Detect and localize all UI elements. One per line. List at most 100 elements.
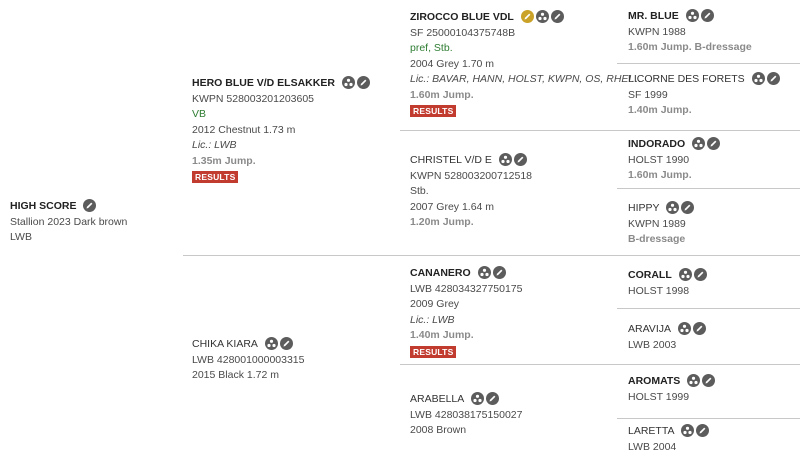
edit-icon[interactable]	[492, 266, 506, 279]
dds-horse: AROMATS HOLST 1999	[628, 374, 716, 405]
sire-licence: Lic.: LWB	[192, 139, 237, 151]
edit-gold-icon[interactable]	[520, 10, 534, 23]
dds-name[interactable]: AROMATS	[628, 375, 681, 387]
ds-licence: Lic.: LWB	[410, 313, 455, 326]
subject-studbook: LWB	[10, 231, 32, 243]
offspring-icon[interactable]	[681, 424, 695, 437]
divider-col4-3	[617, 308, 800, 309]
ssd-name[interactable]: LICORNE DES FORETS	[628, 73, 745, 85]
offspring-icon[interactable]	[685, 9, 699, 22]
dds-reg: HOLST 1999	[628, 390, 690, 403]
edit-icon[interactable]	[486, 392, 500, 405]
edit-icon[interactable]	[279, 337, 293, 350]
edit-icon[interactable]	[692, 322, 706, 335]
sire-predicate: VB	[192, 108, 207, 120]
offspring-icon[interactable]	[678, 268, 692, 281]
subject-info: Stallion 2023 Dark brown	[10, 215, 128, 228]
edit-icon[interactable]	[681, 201, 695, 214]
ds-name[interactable]: CANANERO	[410, 267, 471, 279]
sd-performance: 1.20m Jump.	[410, 216, 474, 228]
dam-horse: CHIKA KIARA LWB 428001000003315 2015 Bla…	[192, 337, 305, 384]
divider-col3-top	[400, 130, 800, 131]
dss-name[interactable]: CORALL	[628, 269, 672, 281]
sdd-performance: B-dressage	[628, 233, 686, 245]
dsd-name[interactable]: ARAVIJA	[628, 323, 671, 335]
edit-icon[interactable]	[83, 199, 97, 212]
divider-col2-mid	[183, 255, 800, 256]
edit-icon[interactable]	[700, 9, 714, 22]
sd-predicate: Stb.	[410, 185, 429, 197]
ddd-reg: LWB 2004	[628, 440, 677, 453]
offspring-icon[interactable]	[341, 76, 355, 89]
ds-performance: 1.40m Jump.	[410, 329, 474, 341]
edit-icon[interactable]	[766, 72, 780, 85]
dam-name[interactable]: CHIKA KIARA	[192, 338, 258, 350]
ds-reg: LWB 428034327750175	[410, 282, 523, 295]
sd-info: 2007 Grey 1.64 m	[410, 200, 495, 213]
divider-col3-bottom	[400, 364, 800, 365]
sdd-horse: HIPPY KWPN 1989 B-dressage	[628, 201, 695, 248]
offspring-icon[interactable]	[666, 201, 680, 214]
dam-info: 2015 Black 1.72 m	[192, 369, 279, 381]
offspring-icon[interactable]	[264, 337, 278, 350]
sire-info: 2012 Chestnut 1.73 m	[192, 123, 296, 136]
offspring-icon[interactable]	[471, 392, 485, 405]
results-button[interactable]: RESULTS	[410, 105, 457, 117]
offspring-icon[interactable]	[692, 137, 706, 150]
results-button[interactable]: RESULTS	[410, 345, 457, 358]
dss-horse: CORALL HOLST 1998	[628, 268, 707, 299]
divider-col4-1	[617, 63, 800, 64]
ds-horse: CANANERO LWB 428034327750175 2009 Grey L…	[410, 266, 523, 360]
dsd-horse: ARAVIJA LWB 2003	[628, 322, 706, 353]
subject-horse: HIGH SCORE Stallion 2023 Dark brown LWB	[10, 199, 127, 246]
sss-name[interactable]: MR. BLUE	[628, 10, 679, 22]
sds-name[interactable]: INDORADO	[628, 138, 686, 150]
offspring-icon[interactable]	[498, 153, 512, 166]
ddd-name[interactable]: LARETTA	[628, 425, 675, 437]
ss-horse: ZIROCCO BLUE VDL SF 25000104375748B pref…	[410, 10, 642, 120]
edit-icon[interactable]	[513, 153, 527, 166]
ss-performance: 1.60m Jump.	[410, 88, 474, 101]
sds-performance: 1.60m Jump.	[628, 169, 692, 181]
dd-name[interactable]: ARABELLA	[410, 393, 465, 405]
divider-col4-2	[617, 188, 800, 189]
sds-horse: INDORADO HOLST 1990 1.60m Jump.	[628, 137, 721, 184]
edit-icon[interactable]	[693, 268, 707, 281]
sss-performance: 1.60m Jump. B-dressage	[628, 41, 752, 53]
sire-name[interactable]: HERO BLUE V/D ELSAKKER	[192, 77, 335, 89]
ddd-horse: LARETTA LWB 2004	[628, 424, 710, 455]
ss-name[interactable]: ZIROCCO BLUE VDL	[410, 11, 514, 23]
sd-name[interactable]: CHRISTEL V/D E	[410, 154, 492, 166]
dss-reg: HOLST 1998	[628, 284, 690, 297]
sire-horse: HERO BLUE V/D ELSAKKER KWPN 528003201203…	[192, 76, 370, 186]
edit-icon[interactable]	[550, 10, 564, 23]
ssd-horse: LICORNE DES FORETS SF 1999 1.40m Jump.	[628, 72, 780, 119]
edit-icon[interactable]	[707, 137, 721, 150]
edit-icon[interactable]	[356, 76, 370, 89]
dd-horse: ARABELLA LWB 428038175150027 2008 Brown	[410, 392, 523, 439]
sd-horse: CHRISTEL V/D E KWPN 528003200712518 Stb.…	[410, 153, 532, 231]
edit-icon[interactable]	[702, 374, 716, 387]
ss-reg: SF 25000104375748B	[410, 26, 516, 39]
offspring-icon[interactable]	[687, 374, 701, 387]
dsd-reg: LWB 2003	[628, 338, 677, 351]
dd-info: 2008 Brown	[410, 424, 467, 436]
sss-horse: MR. BLUE KWPN 1988 1.60m Jump. B-dressag…	[628, 9, 752, 56]
offspring-icon[interactable]	[535, 10, 549, 23]
sire-performance: 1.35m Jump.	[192, 154, 256, 167]
divider-col4-4	[617, 418, 800, 419]
offspring-icon[interactable]	[751, 72, 765, 85]
ssd-performance: 1.40m Jump.	[628, 104, 692, 116]
sdd-reg: KWPN 1989	[628, 217, 686, 230]
dd-reg: LWB 428038175150027	[410, 408, 523, 421]
offspring-icon[interactable]	[477, 266, 491, 279]
subject-name[interactable]: HIGH SCORE	[10, 200, 77, 212]
sdd-name[interactable]: HIPPY	[628, 202, 660, 214]
ss-predicate: pref, Stb.	[410, 42, 453, 54]
results-button[interactable]: RESULTS	[192, 171, 239, 183]
ss-info: 2004 Grey 1.70 m	[410, 57, 495, 70]
ss-licence: Lic.: BAVAR, HANN, HOLST, KWPN, OS, RHEI…	[410, 73, 642, 85]
ds-info: 2009 Grey	[410, 298, 460, 310]
offspring-icon[interactable]	[677, 322, 691, 335]
edit-icon[interactable]	[696, 424, 710, 437]
